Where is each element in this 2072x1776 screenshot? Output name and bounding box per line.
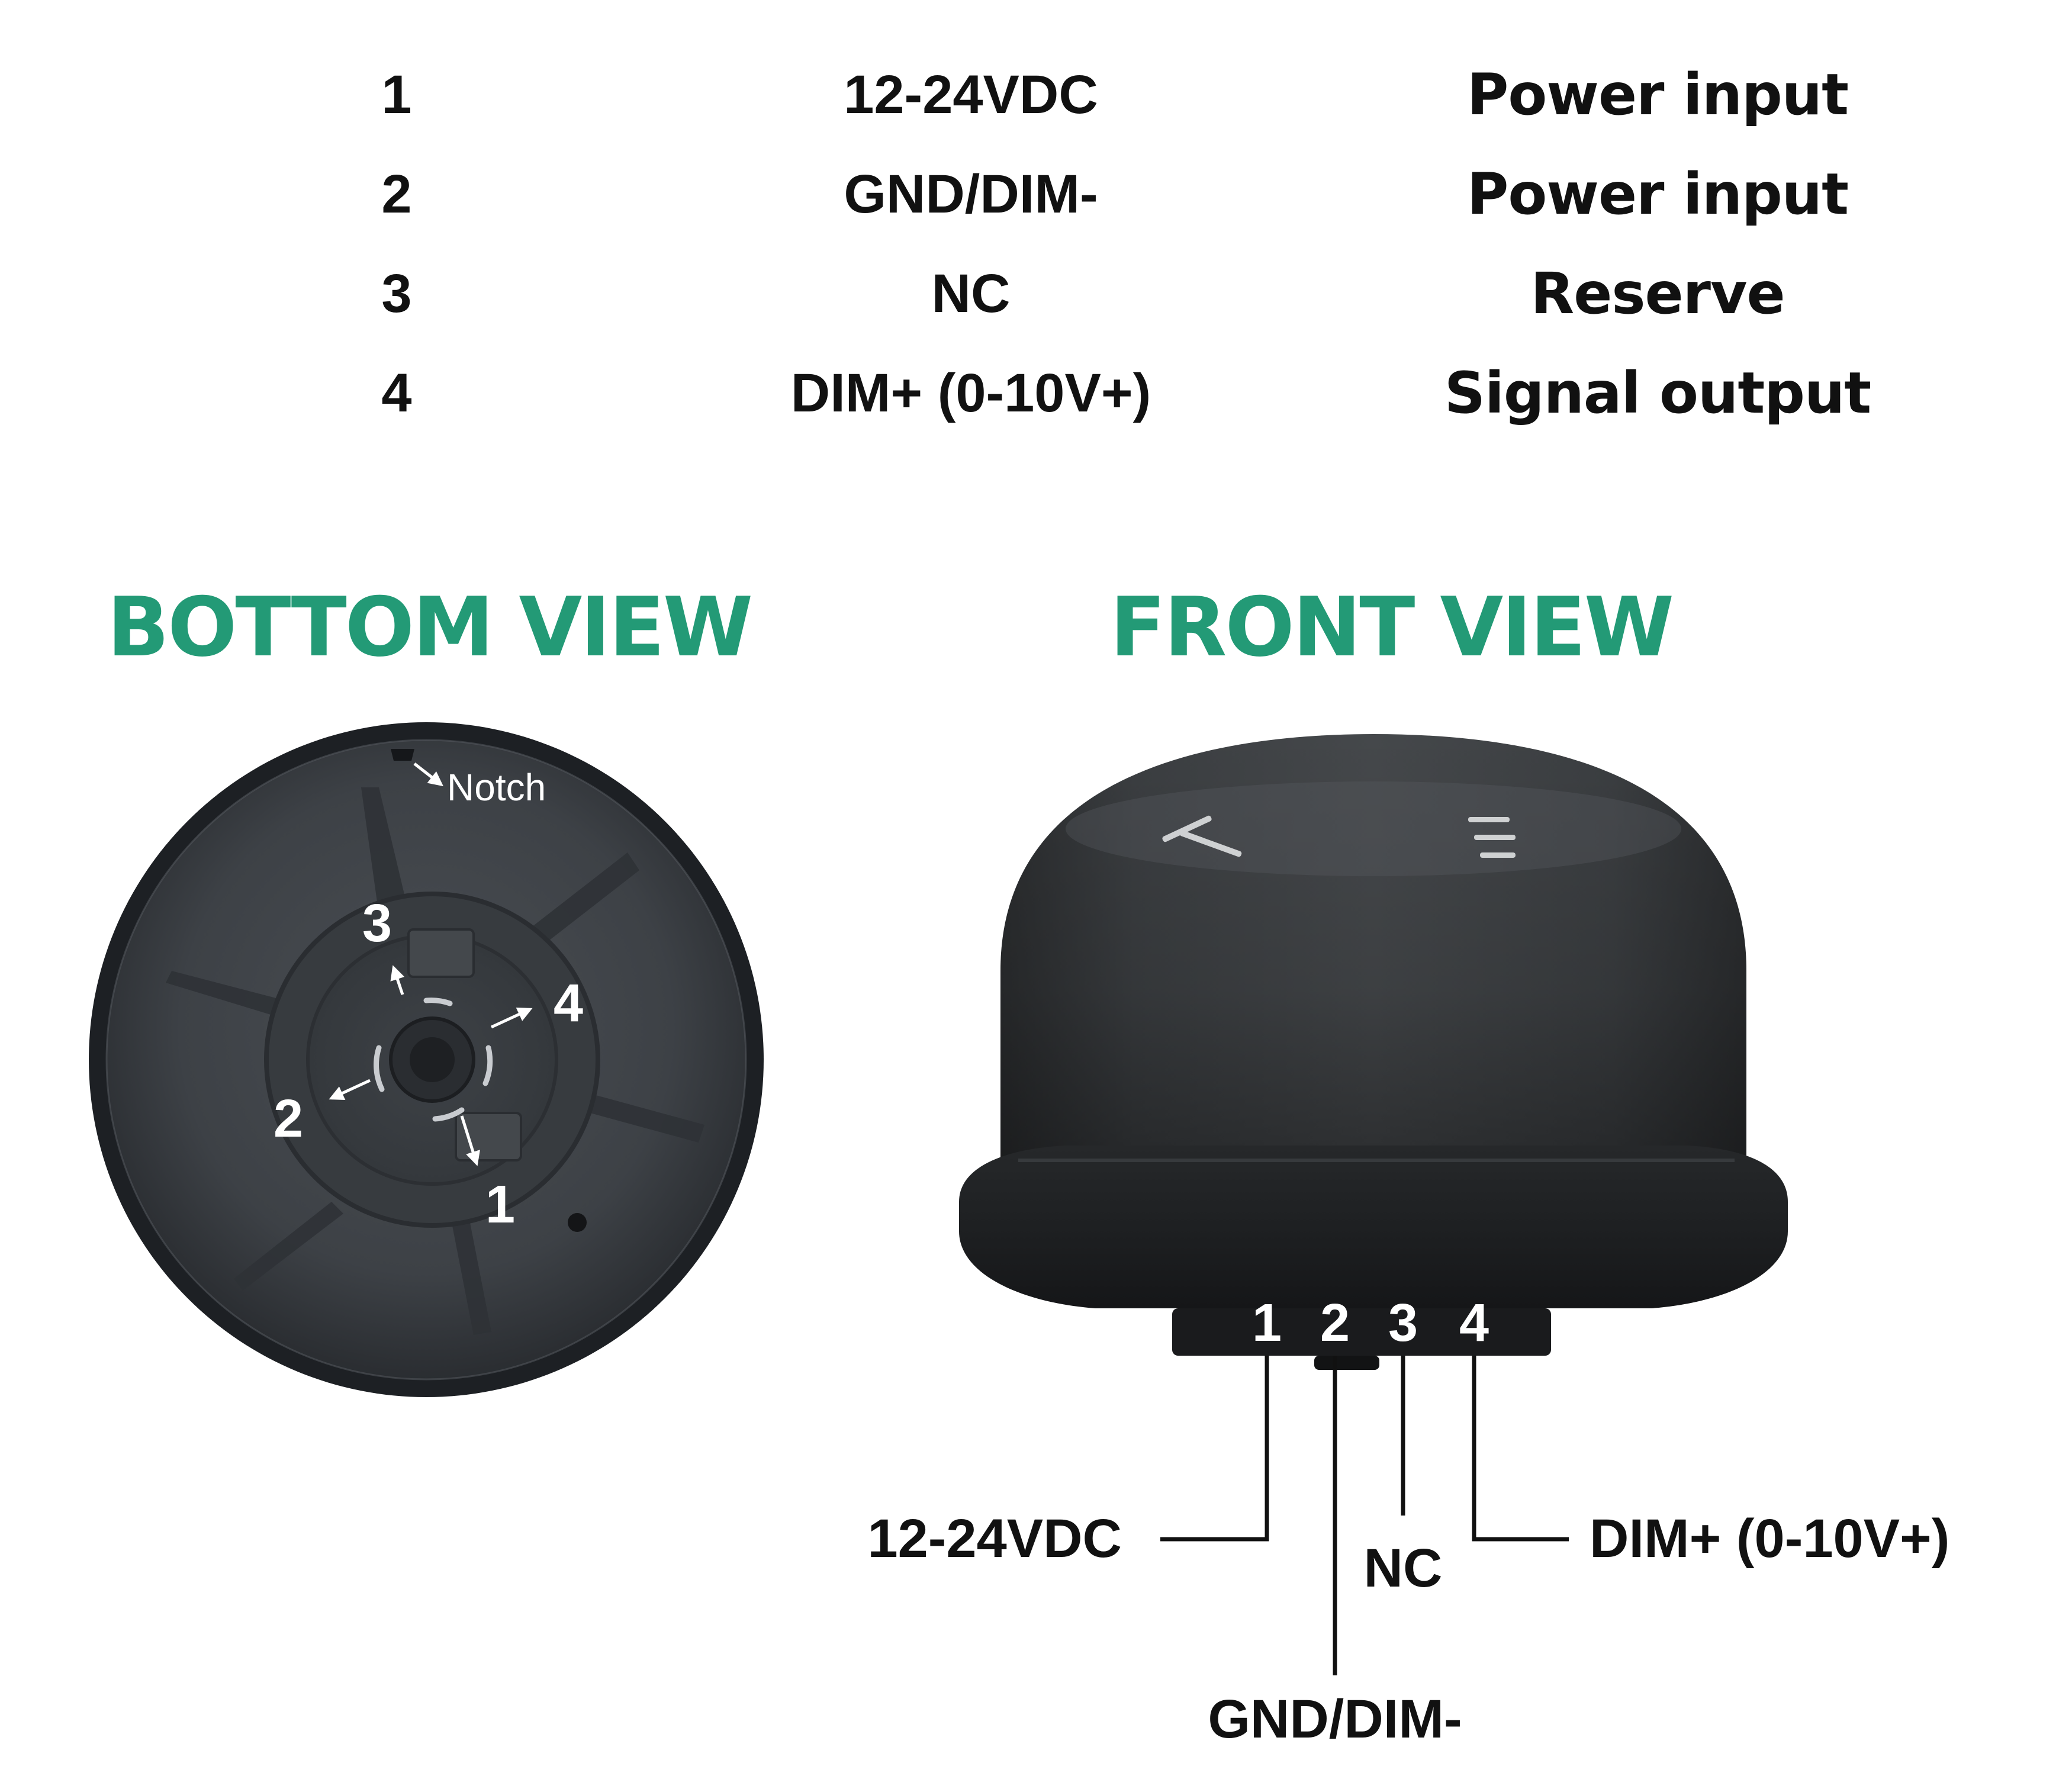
bottom-pin-4-label: 4 [554, 974, 583, 1033]
front-pin-2-label: 2 [1320, 1294, 1350, 1353]
pin-signal: GND/DIM- [844, 164, 1098, 224]
pin-row-4: 4 DIM+ (0-10V+) Signal output [0, 346, 2072, 440]
bottom-connector [1172, 1308, 1551, 1356]
wire-label-12-24vdc: 12-24VDC [867, 1508, 1122, 1569]
bottom-pin-1-label: 1 [485, 1175, 515, 1234]
sensor-base-ring [959, 1146, 1788, 1308]
wire-leader-lines [1160, 1356, 1569, 1675]
pin-assignment-table: 1 12-24VDC Power input 2 GND/DIM- Power … [0, 0, 2072, 450]
pin-row-3: 3 NC Reserve [0, 246, 2072, 341]
wire-label-gnd-dim: GND/DIM- [1208, 1689, 1462, 1749]
front-pin-4-label: 4 [1459, 1294, 1489, 1353]
notch-mark [391, 749, 414, 761]
screw-hole [568, 1213, 587, 1232]
pin-function: Signal output [1444, 360, 1871, 426]
wire-label-nc: NC [1364, 1538, 1443, 1598]
pin-number: 3 [381, 263, 412, 324]
pin-signal: NC [931, 263, 1011, 324]
pin-pointer-arrows [329, 762, 533, 1166]
front-pin-3-label: 3 [1388, 1294, 1418, 1353]
leader-line-pin-1 [1160, 1356, 1269, 1542]
pin-function: Power input [1466, 62, 1849, 128]
pin-number: 4 [381, 363, 412, 423]
wire-label-dim-plus: DIM+ (0-10V+) [1590, 1508, 1949, 1569]
pin-function: Power input [1466, 161, 1849, 227]
bottom-view-sensor: Notch 1 2 3 4 [89, 722, 764, 1397]
notch-label: Notch [447, 766, 546, 809]
bottom-pin-2-label: 2 [274, 1089, 303, 1148]
bottom-pin-3-label: 3 [362, 894, 392, 953]
pin-row-2: 2 GND/DIM- Power input [0, 147, 2072, 242]
pin-signal: 12-24VDC [844, 65, 1098, 125]
leader-line-pin-4 [1472, 1356, 1569, 1542]
front-pin-1-label: 1 [1252, 1294, 1282, 1353]
bottom-view-title: BOTTOM VIEW [107, 580, 753, 675]
pin-row-1: 1 12-24VDC Power input [0, 47, 2072, 142]
pin-signal: DIM+ (0-10V+) [790, 363, 1151, 423]
pin-number: 2 [381, 164, 412, 224]
dome-highlights [1162, 815, 1516, 858]
front-view-title: FRONT VIEW [1109, 580, 1674, 675]
pin-function: Reserve [1530, 260, 1785, 327]
pin-number: 1 [381, 65, 412, 125]
contact-arcs [374, 998, 493, 1122]
front-view-sensor: 1 2 3 4 [959, 734, 1788, 1370]
